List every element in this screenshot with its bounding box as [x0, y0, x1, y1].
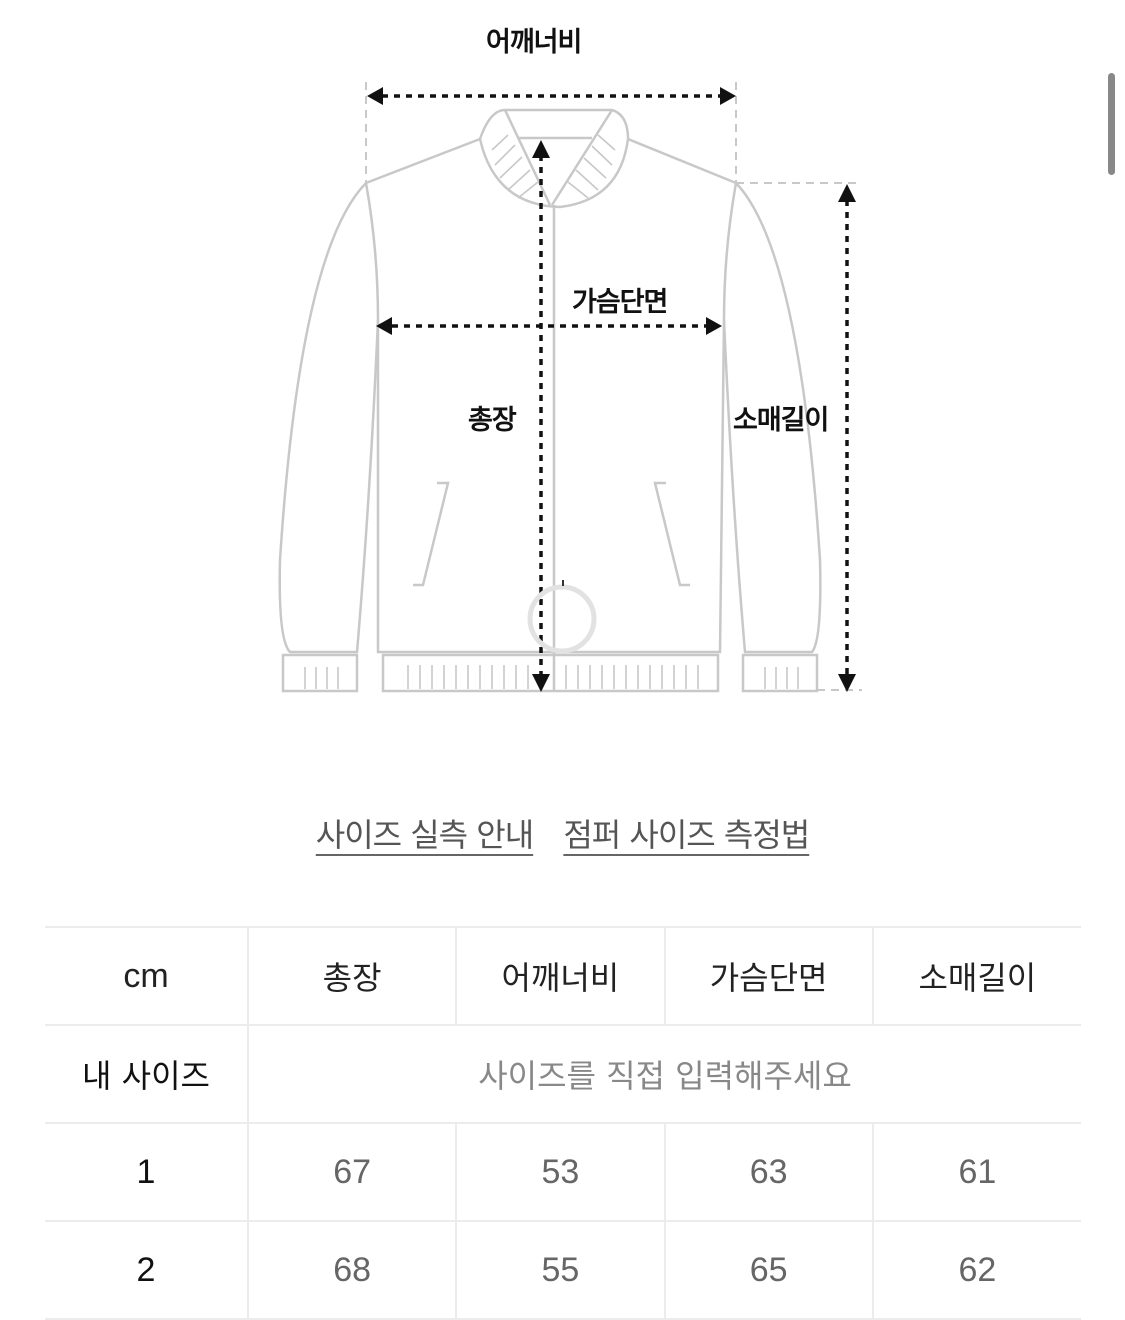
- size-table: cm 총장 어깨너비 가슴단면 소매길이 내 사이즈 사이즈를 직접 입력해주세…: [45, 926, 1081, 1320]
- table-cell: 65: [663, 1220, 874, 1320]
- my-size-label: 내 사이즈: [45, 1024, 249, 1124]
- table-cell: 55: [455, 1220, 666, 1320]
- size-diagram: 어깨너비 가슴단면 총장 소매길이: [278, 27, 862, 693]
- table-cell: 68: [246, 1220, 458, 1320]
- jacket-outline-illustration: [278, 82, 862, 693]
- table-cell: 53: [455, 1122, 666, 1222]
- table-cell: 61: [871, 1122, 1081, 1222]
- size-label: 1: [45, 1122, 249, 1222]
- unit-header: cm: [45, 926, 249, 1026]
- size-guide-link[interactable]: 사이즈 실측 안내: [315, 816, 534, 854]
- size-label: 2: [45, 1220, 249, 1320]
- column-header: 총장: [246, 926, 458, 1026]
- column-header: 어깨너비: [455, 926, 666, 1026]
- table-row: 1 67 53 63 61: [45, 1122, 1081, 1222]
- loading-spinner-icon: [527, 580, 597, 654]
- my-size-input[interactable]: 사이즈를 직접 입력해주세요: [247, 1024, 1081, 1124]
- scrollbar-thumb[interactable]: [1108, 73, 1115, 175]
- shoulder-width-label: 어깨너비: [486, 27, 582, 58]
- my-size-row: 내 사이즈 사이즈를 직접 입력해주세요: [45, 1024, 1081, 1124]
- table-cell: 67: [246, 1122, 458, 1222]
- total-length-label: 총장: [468, 405, 517, 436]
- table-cell: 63: [663, 1122, 874, 1222]
- table-header-row: cm 총장 어깨너비 가슴단면 소매길이: [45, 926, 1081, 1026]
- table-row: 2 68 55 65 62: [45, 1220, 1081, 1320]
- sleeve-length-label: 소매길이: [733, 405, 829, 436]
- column-header: 가슴단면: [663, 926, 874, 1026]
- column-header: 소매길이: [871, 926, 1081, 1026]
- size-guide-links: 사이즈 실측 안내 점퍼 사이즈 측정법: [0, 810, 1125, 856]
- measure-method-link[interactable]: 점퍼 사이즈 측정법: [563, 816, 810, 854]
- table-cell: 62: [871, 1220, 1081, 1320]
- chest-width-label: 가슴단면: [572, 287, 668, 318]
